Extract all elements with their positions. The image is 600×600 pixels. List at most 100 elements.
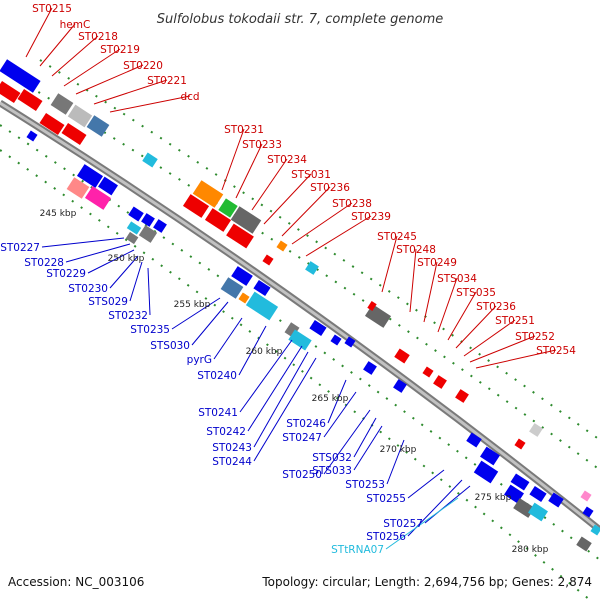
gene-label-reverse: ST0253 [345,479,385,491]
leader-line [93,79,168,105]
leader-line [253,351,309,448]
gene-label-forward: STS035 [456,287,496,299]
gene-feature-block [367,301,377,311]
leader-line [65,243,131,263]
gene-feature-block [0,80,21,104]
gene-label-forward: ST0221 [147,75,187,87]
accession-text: Accession: NC_003106 [8,575,144,589]
gene-feature-block [153,219,167,233]
leader-line [75,64,144,95]
gene-labels: ST0215hemCST0218ST0219ST0220ST0221dcdST0… [0,3,576,556]
gene-label-reverse: ST0230 [68,283,108,295]
scale-label: 255 kbp [174,300,211,310]
gene-feature-block [86,115,110,137]
leader-line [221,128,245,191]
gene-label-forward: ST0219 [100,44,140,56]
gene-label-reverse: ST0250 [282,469,322,481]
gene-label-reverse: ST0243 [212,442,252,454]
leader-line [423,261,438,323]
gene-feature-block [67,104,93,128]
leader-line [463,319,516,357]
leader-line [25,7,53,58]
gene-feature-block [528,502,548,522]
gene-label-forward: STS034 [437,273,477,285]
map-title: Sulfolobus tokodaii str. 7, complete gen… [157,12,443,27]
gene-label-reverse: ST0255 [366,493,406,505]
leader-line [409,248,417,313]
leader-line [235,143,263,199]
gene-label-reverse: ST0235 [130,324,170,336]
leader-line [39,23,76,67]
gene-features [0,59,600,552]
gene-label-forward: dcd [180,91,199,103]
scale-label: 250 kbp [108,254,145,264]
gene-feature-block [141,213,155,227]
gene-label-reverse: ST0241 [198,407,238,419]
leader-line [381,235,398,293]
gene-feature-block [473,460,499,484]
gene-label-forward: ST0249 [417,257,457,269]
gene-feature-block [330,334,342,346]
gene-feature-block [393,379,407,393]
gene-label-reverse: STS033 [312,465,352,477]
gene-label-forward: ST0233 [242,139,282,151]
gene-feature-block [548,492,564,508]
gene-label-reverse: ST0232 [108,310,148,322]
gene-label-forward: ST0239 [351,211,391,223]
gene-label-forward: ST0252 [515,331,555,343]
leader-line [51,35,99,77]
gene-feature-block [422,366,434,378]
gene-label-forward: ST0220 [123,60,163,72]
gene-label-forward: ST0236 [476,301,516,313]
gene-label-forward: ST0251 [495,315,535,327]
scale-label: 245 kbp [40,209,77,219]
genome-backbone [0,100,600,533]
leader-line [191,301,229,346]
gene-label-reverse: ST0240 [197,370,237,382]
leader-line [281,186,331,237]
leader-line [239,339,293,413]
leader-line [129,261,143,302]
gene-feature-block [84,186,112,210]
gene-label-reverse: ST0229 [46,268,86,280]
gene-feature-block [192,180,224,208]
gene-feature-block [245,291,279,321]
gene-label-reverse: ST0242 [206,426,246,438]
gene-label-forward: ST0238 [332,198,372,210]
gene-label-reverse: STS030 [150,340,190,352]
leader-line [455,305,497,349]
gene-feature-block [98,176,118,196]
gene-feature-block [288,329,312,351]
gene-feature-block [126,221,142,235]
leader-line [386,439,405,485]
gene-label-reverse: ST0247 [282,432,322,444]
scale-label: 280 kbp [512,545,549,555]
scale-label: 260 kbp [246,347,283,357]
leader-line [437,277,458,333]
leader-line [251,158,288,211]
leader-line [41,237,125,248]
gene-feature-block [576,536,592,552]
gene-feature-block [510,473,530,491]
gene-feature-block [514,438,526,450]
leader-line [323,391,357,438]
gene-feature-block [182,194,210,218]
gene-label-forward: ST0234 [267,154,307,166]
gene-feature-block [220,277,244,299]
gene-label-reverse: ST0228 [24,257,64,269]
leader-line [238,325,267,376]
gene-label-forward: ST0248 [396,244,436,256]
leader-line [353,417,377,458]
gene-feature-block [138,225,158,243]
leader-line [305,215,372,257]
gene-label-forward: ST0215 [32,3,72,15]
gene-label-reverse: ST0227 [0,242,40,254]
gene-feature-block [26,130,38,142]
gene-feature-block [466,432,482,448]
scale-label: 270 kbp [380,445,417,455]
leader-line [253,357,317,462]
gene-feature-block [276,240,288,252]
gene-feature-block [17,88,43,112]
